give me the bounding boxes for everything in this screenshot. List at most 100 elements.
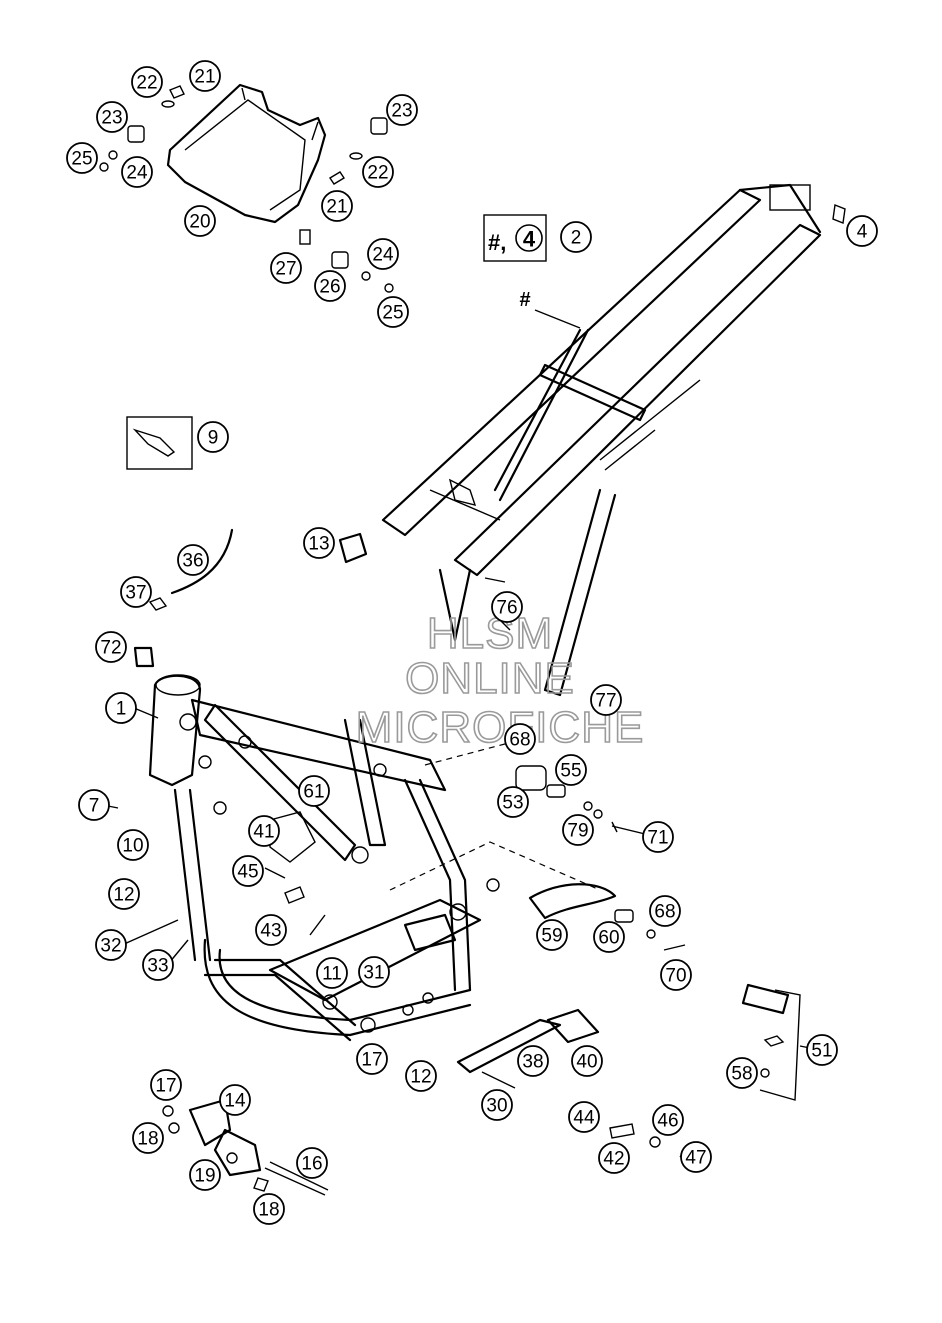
callout-circle [316,957,348,989]
callout-number: 16 [301,1154,322,1175]
callout-59: 59 [536,919,568,951]
callout-circle [652,1104,684,1136]
callout-circle [642,821,674,853]
callout-number: 2 [571,228,582,249]
callout-44: 44 [568,1101,600,1133]
callout-68: 68 [504,723,536,755]
callout-77: 77 [590,684,622,716]
callout-18: 18 [253,1193,285,1225]
callout-51: 51 [806,1034,838,1066]
kit-reference-box: #, 4 [483,214,547,262]
callout-38: 38 [517,1045,549,1077]
callout-72: 72 [95,631,127,663]
callout-circle [386,94,418,126]
callout-number: 21 [194,67,215,88]
callout-circle [356,1043,388,1075]
callout-number: 51 [811,1041,832,1062]
callout-17: 17 [150,1069,182,1101]
callout-number: 24 [372,245,394,266]
callout-circle [150,1069,182,1101]
callout-number: 44 [573,1108,595,1129]
callout-number: 18 [137,1129,158,1150]
leader-lines [102,707,811,1049]
callout-circle [177,544,209,576]
callout-53: 53 [497,786,529,818]
callout-4: 4 [846,215,878,247]
callout-number: 12 [410,1067,431,1088]
callout-number: 10 [122,836,143,857]
callout-circle [197,421,229,453]
callout-circle [590,684,622,716]
callout-number: 71 [647,828,668,849]
callout-number: 27 [275,259,296,280]
callout-60: 60 [593,921,625,953]
callout-number: 17 [155,1076,176,1097]
callout-40: 40 [571,1045,603,1077]
callout-14: 14 [219,1084,251,1116]
callout-number: 79 [567,821,588,842]
callout-circle [232,855,264,887]
callout-number: 53 [502,793,523,814]
callout-23: 23 [96,101,128,133]
callout-41: 41 [248,815,280,847]
watermark-line-1: HLSM [427,609,553,658]
callout-number: 55 [560,761,581,782]
callout-circle [184,205,216,237]
callout-number: 9 [208,428,219,449]
callout-number: 1 [116,699,127,720]
callout-circle [303,527,335,559]
callout-circle [255,914,287,946]
callout-25: 25 [377,296,409,328]
callout-number: 46 [657,1111,678,1132]
callout-circle [367,238,399,270]
callout-46: 46 [652,1104,684,1136]
callout-circle [314,270,346,302]
callout-number: 76 [496,598,517,619]
callout-number: 17 [361,1050,382,1071]
callout-number: 11 [322,964,342,985]
callout-number: 47 [685,1148,706,1169]
watermark: HLSM ONLINE MICROFICHE [355,608,644,753]
callout-24: 24 [121,156,153,188]
callout-number: 33 [147,956,168,977]
callout-number: 68 [654,902,675,923]
callout-circle [593,921,625,953]
callout-27: 27 [270,252,302,284]
callout-circle [321,190,353,222]
callout-55: 55 [555,754,587,786]
skid-plate-drawing [99,83,394,293]
callout-number: 61 [303,782,324,803]
callout-circle [105,692,137,724]
callout-10: 10 [117,829,149,861]
callout-70: 70 [660,959,692,991]
callout-circle [120,576,152,608]
callout-number: 20 [189,212,210,233]
callout-circle [248,815,280,847]
callout-number: 43 [260,921,281,942]
callout-79: 79 [562,814,594,846]
callout-circle [560,221,592,253]
callout-circle [726,1057,758,1089]
bracket-parts-drawing [162,1098,329,1196]
callout-22: 22 [362,156,394,188]
callout-number: 30 [486,1096,507,1117]
callout-circle [497,786,529,818]
callout-9: 9 [197,421,229,453]
callout-number: 72 [100,638,121,659]
callout-number: 19 [194,1166,215,1187]
callout-circle [405,1060,437,1092]
callout-circle [298,775,330,807]
callout-number: 77 [595,691,616,712]
callout-19: 19 [189,1159,221,1191]
callout-68: 68 [649,895,681,927]
callout-number: 12 [113,885,134,906]
callout-circle [377,296,409,328]
callout-number: 25 [382,303,403,324]
callout-circle [536,919,568,951]
callout-circle [660,959,692,991]
callout-number: 7 [89,796,100,817]
callout-circle [571,1045,603,1077]
callout-number: 14 [224,1091,246,1112]
callout-number: 21 [326,197,347,218]
callout-25: 25 [66,142,98,174]
